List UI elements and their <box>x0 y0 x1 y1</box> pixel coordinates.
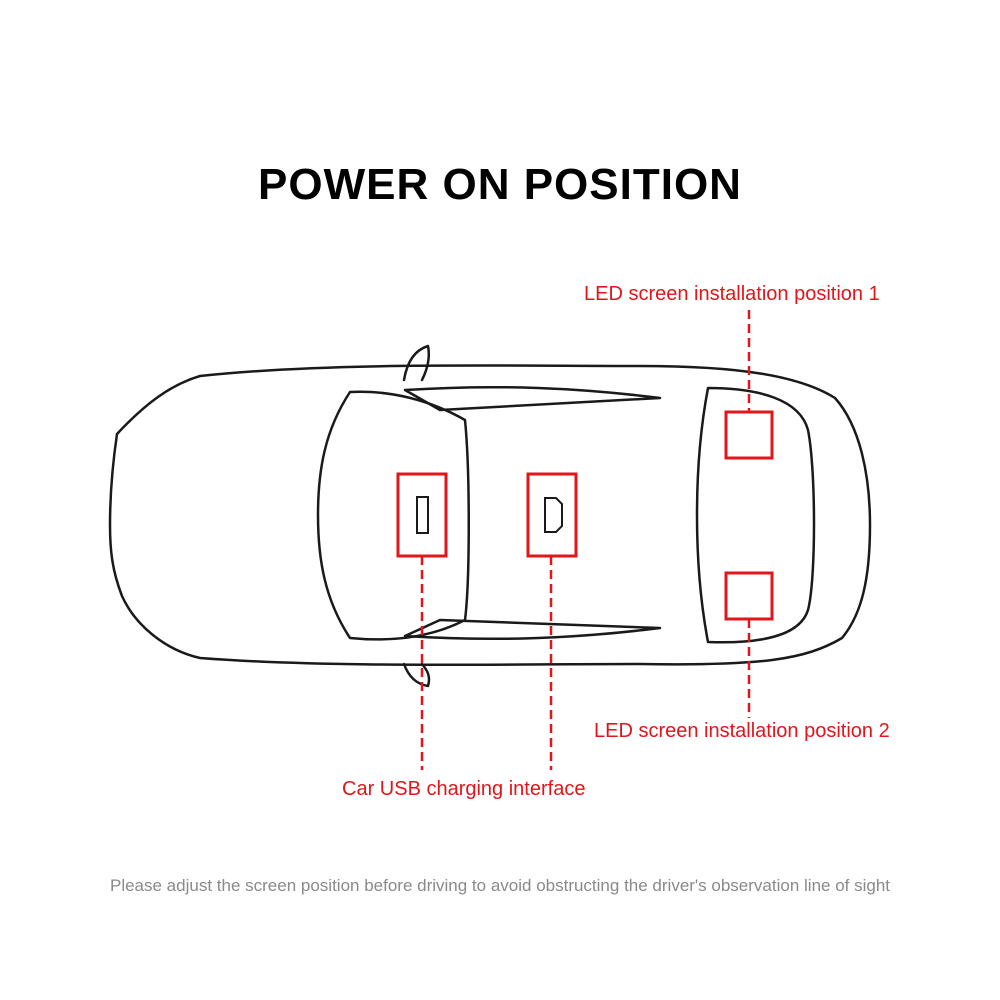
mirror-bottom <box>402 662 431 688</box>
led-position-1-label: LED screen installation position 1 <box>584 283 880 305</box>
led-box-2 <box>724 571 774 621</box>
usb-port-icon-rear <box>544 497 563 533</box>
safety-note: Please adjust the screen position before… <box>109 876 891 895</box>
rear-window <box>695 386 816 644</box>
windshield <box>316 390 470 641</box>
roof-strip-top <box>403 385 662 412</box>
usb-box-front <box>396 472 448 558</box>
led-position-2-label: LED screen installation position 2 <box>594 720 890 742</box>
usb-port-icon-front <box>416 496 429 534</box>
led-box-1 <box>724 410 774 460</box>
car-outline <box>108 344 872 688</box>
car-body <box>108 364 872 667</box>
leader-lines <box>420 310 751 770</box>
usb-box-rear <box>526 472 578 558</box>
roof-strip-bottom <box>403 618 662 641</box>
usb-interface-label: Car USB charging interface <box>342 778 586 800</box>
mirror-top <box>402 344 430 382</box>
page-title: POWER ON POSITION <box>258 160 742 209</box>
